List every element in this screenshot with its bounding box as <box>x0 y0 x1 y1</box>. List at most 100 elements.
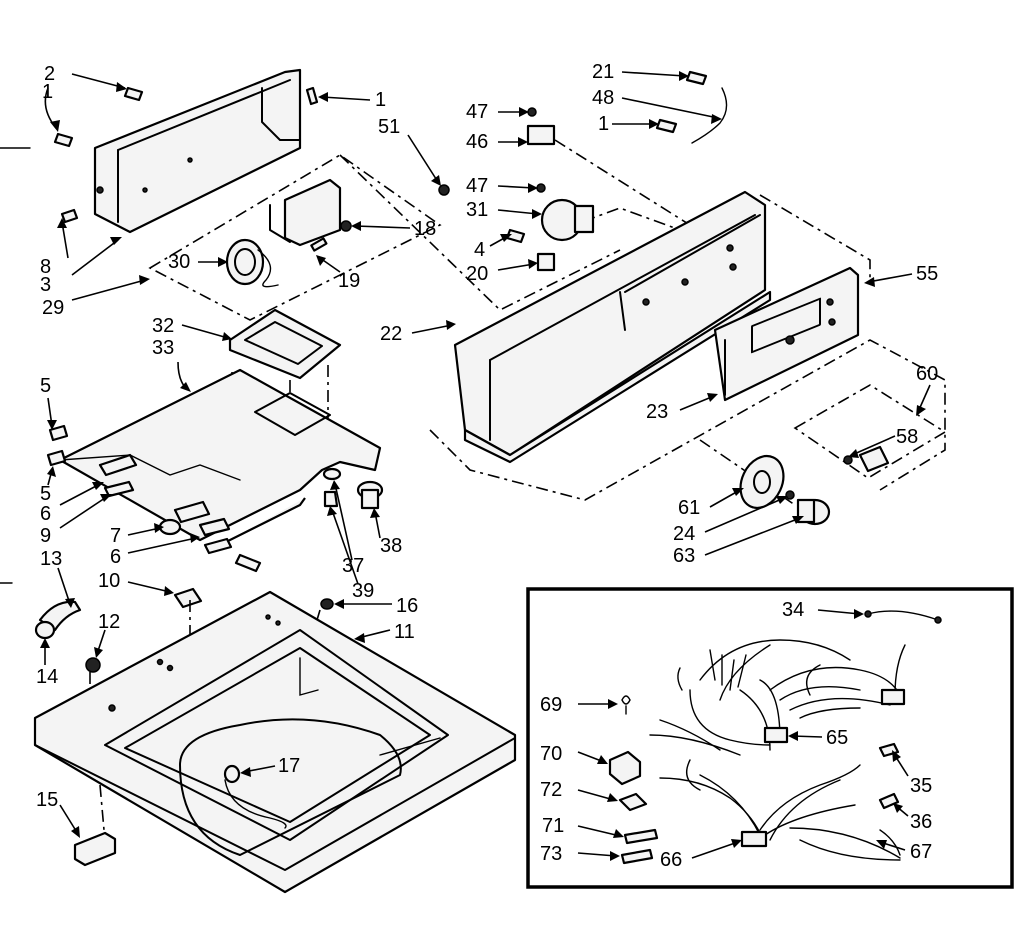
callout-66: 66 <box>660 849 682 871</box>
callout-72: 72 <box>540 779 562 801</box>
callout-70: 70 <box>540 743 562 765</box>
callout-16: 16 <box>396 595 418 617</box>
callout-58: 58 <box>896 426 918 448</box>
callout-47: 47 <box>466 101 488 123</box>
motor-assembly-box <box>148 154 442 321</box>
control-console <box>453 190 772 464</box>
knob-clip-icon <box>785 490 795 500</box>
callout-55: 55 <box>916 263 938 285</box>
timer-motor <box>269 178 352 252</box>
lint-filter-housing <box>228 308 342 380</box>
bumper-16-icon <box>320 598 334 610</box>
callout-8: 8 <box>40 256 51 278</box>
frame-opening <box>254 392 331 436</box>
callout-6: 6 <box>110 546 121 568</box>
callout-4: 4 <box>474 239 485 261</box>
callout-12: 12 <box>98 611 120 633</box>
small-parts-right <box>322 467 384 510</box>
console-assembly-box <box>429 339 946 501</box>
tub-ring <box>223 764 287 829</box>
switch-assembly <box>505 107 595 272</box>
assembly-line <box>559 207 681 231</box>
hinge-parts <box>158 500 262 573</box>
callout-38: 38 <box>380 535 402 557</box>
leader-lines <box>40 71 931 861</box>
callout-47: 47 <box>466 175 488 197</box>
terminal-71 <box>623 828 659 845</box>
assembly-line <box>554 139 691 226</box>
callout-23: 23 <box>646 401 668 423</box>
screw-51-icon <box>438 184 450 196</box>
washer-top <box>33 590 517 894</box>
callout-33: 33 <box>152 337 174 359</box>
callout-19: 19 <box>338 270 360 292</box>
assembly-line <box>759 194 871 280</box>
callout-1: 1 <box>598 113 609 135</box>
callout-63: 63 <box>673 545 695 567</box>
main-harness <box>649 639 906 756</box>
callout-13: 13 <box>40 548 62 570</box>
callout-30: 30 <box>168 251 190 273</box>
callout-61: 61 <box>678 497 700 519</box>
callout-24: 24 <box>673 523 695 545</box>
terminal-36 <box>878 792 900 810</box>
callout-14: 14 <box>36 666 58 688</box>
console-panel <box>713 266 860 402</box>
bracket-screws <box>53 86 319 224</box>
connector-70 <box>608 750 642 786</box>
callout-6: 6 <box>40 503 51 525</box>
cam-coil <box>225 238 279 288</box>
callout-2: 2 <box>44 63 55 85</box>
terminal-73 <box>620 848 654 865</box>
support-rod <box>219 497 306 546</box>
control-knob <box>796 498 831 526</box>
callout-9: 9 <box>40 525 51 547</box>
callout-67: 67 <box>910 841 932 863</box>
callout-7: 7 <box>110 525 121 547</box>
callout-48: 48 <box>592 87 614 109</box>
callout-39: 39 <box>352 580 374 602</box>
callout-51: 51 <box>378 116 400 138</box>
wire-34 <box>864 610 942 624</box>
callout-3: 3 <box>40 274 51 296</box>
callout-69: 69 <box>540 694 562 716</box>
callout-21: 21 <box>592 61 614 83</box>
callout-73: 73 <box>540 843 562 865</box>
callout-numbers: 2 1 1 51 8 3 29 30 19 18 47 46 47 31 4 2… <box>36 61 938 871</box>
lid-latch <box>34 600 82 640</box>
callout-1: 1 <box>375 89 386 111</box>
callout-5: 5 <box>40 483 51 505</box>
knob-skirt <box>739 455 785 509</box>
callout-10: 10 <box>98 570 120 592</box>
wire-67 <box>789 827 901 861</box>
selector-58 <box>843 445 890 473</box>
callout-32: 32 <box>152 315 174 337</box>
callout-5: 5 <box>40 375 51 397</box>
callout-11: 11 <box>394 621 415 643</box>
hinge-rod <box>59 454 241 481</box>
callout-17: 17 <box>278 755 300 777</box>
callout-15: 15 <box>36 789 58 811</box>
callout-20: 20 <box>466 263 488 285</box>
callout-36: 36 <box>910 811 932 833</box>
callout-18: 18 <box>414 218 436 240</box>
connector-72 <box>618 792 648 812</box>
latch-15 <box>73 831 117 867</box>
callout-65: 65 <box>826 727 848 749</box>
callout-35: 35 <box>910 775 932 797</box>
callout-60: 60 <box>916 363 938 385</box>
callout-34: 34 <box>782 599 804 621</box>
callout-1: 1 <box>42 81 53 103</box>
harness-66 <box>659 759 861 848</box>
callout-22: 22 <box>380 323 402 345</box>
callout-71: 71 <box>542 815 564 837</box>
callout-37: 37 <box>342 555 364 577</box>
callout-29: 29 <box>42 297 64 319</box>
callout-46: 46 <box>466 131 488 153</box>
assembly-line <box>99 784 105 831</box>
hinge-screws <box>46 424 138 498</box>
wiring-harness-inset <box>526 587 1014 889</box>
rear-bracket <box>93 68 302 234</box>
connector-69 <box>621 695 631 715</box>
